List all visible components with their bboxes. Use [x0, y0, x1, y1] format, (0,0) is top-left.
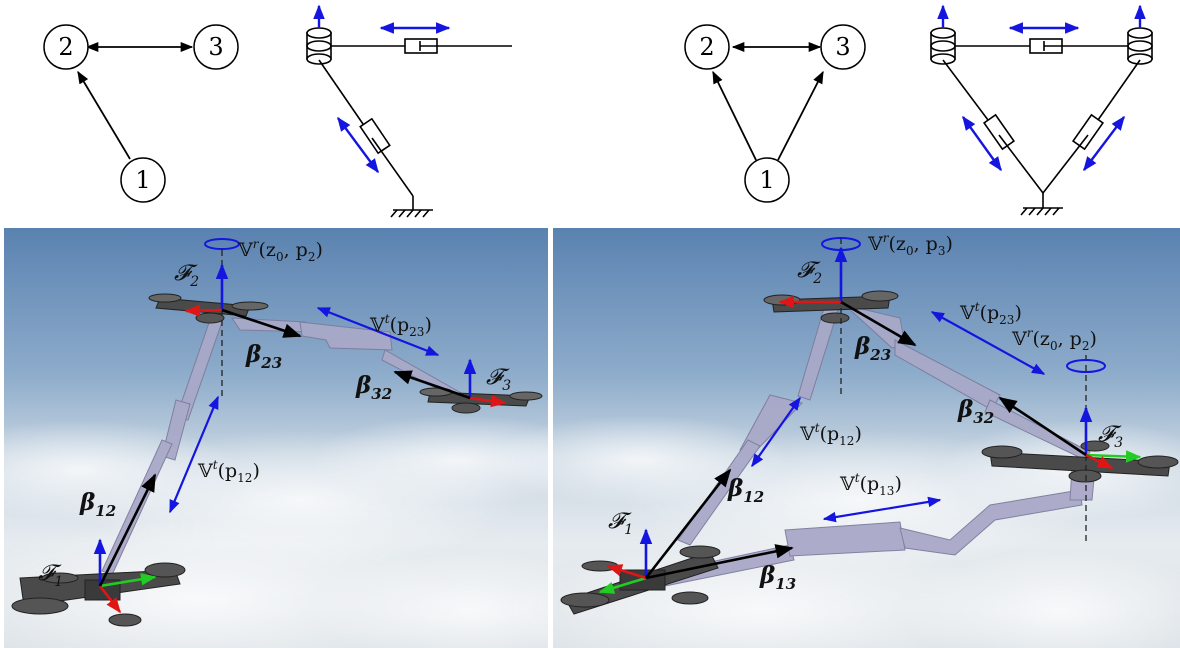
node-label: 3	[835, 33, 850, 61]
graph-node: 2	[685, 25, 729, 69]
revolute-joint-icon	[931, 28, 955, 64]
ground-icon	[391, 210, 433, 217]
prismatic-joint-icon	[405, 39, 440, 53]
node-label: 1	[135, 166, 150, 194]
graph-node: 2	[44, 25, 88, 69]
revolute-joint-icon	[1128, 28, 1152, 64]
prismatic-joint-icon	[1030, 39, 1062, 53]
graph-node: 3	[194, 25, 238, 69]
graph-node: 1	[745, 158, 789, 202]
prismatic-joint-icon	[1073, 115, 1103, 149]
prismatic-joint-icon	[984, 115, 1014, 149]
ground-icon	[1021, 208, 1063, 215]
graph-node: 3	[821, 25, 865, 69]
node-label: 1	[759, 166, 774, 194]
node-label: 2	[58, 33, 73, 61]
graph-left: 2 3 1	[44, 25, 238, 202]
prismatic-joint-icon	[360, 119, 390, 153]
graph-node: 1	[121, 158, 165, 202]
graph-right: 2 3 1	[685, 25, 865, 202]
node-label: 3	[208, 33, 223, 61]
scene-right: 𝕍r(z0, p3) 𝓕2 𝕍t(p23) 𝕍r(z0, p2) β23 β32…	[490, 228, 1180, 648]
revolute-joint-icon	[307, 28, 331, 64]
node-label: 2	[699, 33, 714, 61]
mechanism-left	[307, 6, 512, 217]
mechanism-right	[931, 6, 1152, 215]
